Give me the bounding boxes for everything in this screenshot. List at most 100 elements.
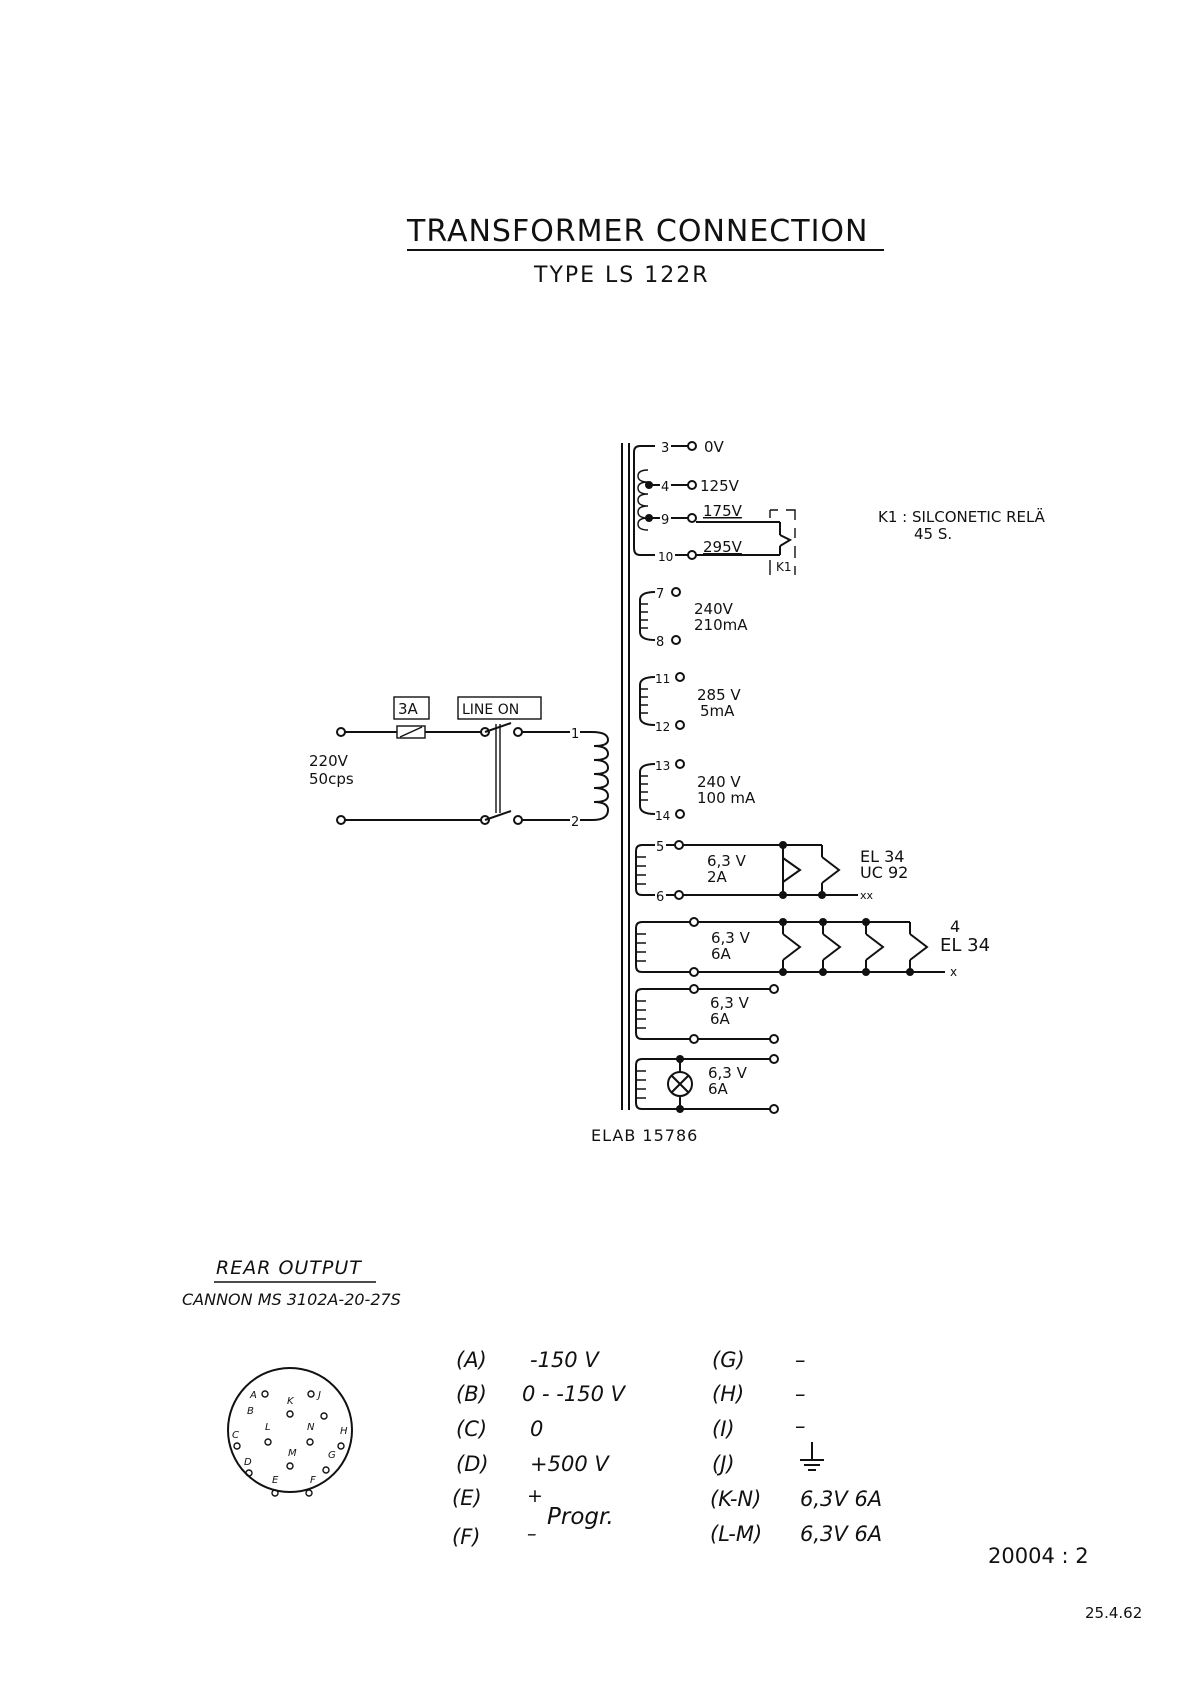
- pin-c-value: 0: [530, 1417, 543, 1441]
- pin-i-value: –: [795, 1414, 806, 1438]
- tap-295v: 295V: [703, 538, 743, 556]
- secondary-winding-8: 6,3 V 6A: [635, 1054, 779, 1114]
- w4-current: 100 mA: [697, 789, 756, 807]
- pin-h-label: (H): [712, 1382, 744, 1406]
- pin-10: 10: [658, 550, 673, 564]
- connector-pin-f: F: [310, 1475, 316, 1486]
- primary-winding: [591, 731, 610, 821]
- w5-voltage: 6,3 V: [707, 852, 747, 870]
- secondary-winding-1: 3 4 9 10 0V 125V 175V 295V K1: [633, 438, 796, 575]
- tap-0v: 0V: [704, 438, 725, 456]
- relay-k1-box: [769, 509, 796, 575]
- w5-load-line2: UC 92: [860, 863, 908, 882]
- w6-load-type: EL 34: [940, 935, 990, 956]
- w7-voltage: 6,3 V: [710, 994, 750, 1012]
- connector-pin-l: L: [265, 1422, 271, 1433]
- w2-voltage: 240V: [694, 600, 734, 618]
- connector-pin-a: A: [249, 1390, 257, 1401]
- primary-circuit: 3A LINE ON 1 2 220V 50cps: [309, 696, 610, 830]
- pin-c-label: (C): [456, 1417, 487, 1441]
- pin-b-label: (B): [456, 1382, 487, 1406]
- switch-contact-top-right: [513, 727, 523, 737]
- w2-current: 210mA: [694, 616, 748, 634]
- input-terminal-bottom: [336, 815, 346, 825]
- pin-7: 7: [656, 587, 664, 602]
- w6-voltage: 6,3 V: [711, 929, 751, 947]
- connector-pin-c: C: [232, 1430, 239, 1441]
- primary-pin-2: 2: [571, 815, 579, 830]
- switch-blade-top: [484, 722, 512, 733]
- switch-label: LINE ON: [462, 702, 519, 718]
- pin-a-label: (A): [456, 1348, 487, 1372]
- pin-l-m-label: (L-M): [710, 1522, 762, 1546]
- pin-3: 3: [661, 441, 669, 456]
- pin-f-label: (F): [452, 1525, 480, 1549]
- drawing-number: 20004 : 2: [988, 1544, 1089, 1568]
- rear-output-section: REAR OUTPUT CANNON MS 3102A-20-27S A B C…: [182, 1257, 882, 1549]
- pilot-lamp-symbol: [667, 1071, 693, 1097]
- connector-pin-g: G: [328, 1450, 336, 1461]
- drawing-date: 25.4.62: [1085, 1604, 1142, 1622]
- secondary-winding-3: 11 12 285 V 5mA: [639, 672, 741, 734]
- pin-4: 4: [661, 480, 669, 495]
- input-terminal-top: [336, 727, 346, 737]
- connector-face: A B C D E F G H J K L M N: [227, 1367, 353, 1497]
- w3-voltage: 285 V: [697, 686, 741, 704]
- pin-g-value: –: [795, 1348, 806, 1372]
- secondary-winding-6: 6,3 V 6A 4 EL 34 x: [635, 917, 990, 979]
- pin-d-label: (D): [456, 1452, 489, 1476]
- fuse-label: 3A: [398, 700, 419, 718]
- pin-9: 9: [661, 513, 669, 528]
- pin-j-label: (J): [712, 1452, 735, 1476]
- w6-current: 6A: [711, 945, 732, 963]
- connector-pin-b: B: [247, 1406, 254, 1417]
- page-subtitle: TYPE LS 122R: [533, 263, 710, 288]
- input-frequency: 50cps: [309, 770, 354, 788]
- pin-d-value: +500 V: [530, 1452, 610, 1476]
- connector-pin-j: J: [316, 1390, 321, 1401]
- pin-k-n-value: 6,3V 6A: [800, 1487, 882, 1511]
- ground-icon: [800, 1442, 824, 1471]
- connector-pin-k: K: [287, 1396, 295, 1407]
- pin-12: 12: [655, 720, 670, 734]
- pin-f-value: –: [527, 1523, 537, 1545]
- progr-label: Progr.: [547, 1504, 614, 1530]
- connector-pin-n: N: [307, 1422, 315, 1433]
- w6-mark: x: [950, 965, 957, 979]
- pin-e-value: +: [527, 1485, 543, 1507]
- tap-175v: 175V: [703, 502, 743, 520]
- input-voltage: 220V: [309, 752, 349, 770]
- tap-125v: 125V: [700, 477, 740, 495]
- connector-pin-h: H: [340, 1426, 348, 1437]
- relay-k1-label: K1: [776, 560, 792, 574]
- pin-13: 13: [655, 759, 670, 773]
- rear-output-title: REAR OUTPUT: [216, 1257, 362, 1279]
- heater-load-1: [782, 857, 802, 883]
- pin-5: 5: [656, 840, 664, 855]
- pin-h-value: –: [795, 1382, 806, 1406]
- pin-g-label: (G): [712, 1348, 745, 1372]
- relay-note-line2: 45 S.: [914, 525, 952, 543]
- connector-pin-e: E: [272, 1475, 279, 1486]
- w8-current: 6A: [708, 1080, 729, 1098]
- secondary-winding-2: 7 8 240V 210mA: [639, 587, 748, 650]
- secondary-winding-5: 5 6 6,3 V 2A EL 34 UC 92 xx: [635, 840, 908, 905]
- pin-a-value: -150 V: [530, 1348, 600, 1372]
- switch-contact-bottom-right: [513, 815, 523, 825]
- secondary-winding-7: 6,3 V 6A: [635, 984, 779, 1044]
- pin-l-m-value: 6,3V 6A: [800, 1522, 882, 1546]
- pin-e-label: (E): [452, 1486, 482, 1510]
- w4-voltage: 240 V: [697, 773, 741, 791]
- pin-14: 14: [655, 809, 670, 823]
- w5-load-line1: EL 34: [860, 847, 904, 866]
- fuse-label-box: [393, 696, 430, 720]
- pin-11: 11: [655, 672, 670, 686]
- w8-voltage: 6,3 V: [708, 1064, 748, 1082]
- pin-b-value: 0 - -150 V: [522, 1382, 627, 1406]
- connector-type: CANNON MS 3102A-20-27S: [182, 1290, 401, 1309]
- transformer-type-label: ELAB 15786: [591, 1126, 698, 1145]
- connector-pin-d: D: [244, 1457, 252, 1468]
- heater-load-2: [821, 856, 841, 884]
- switch-label-box: [457, 696, 542, 720]
